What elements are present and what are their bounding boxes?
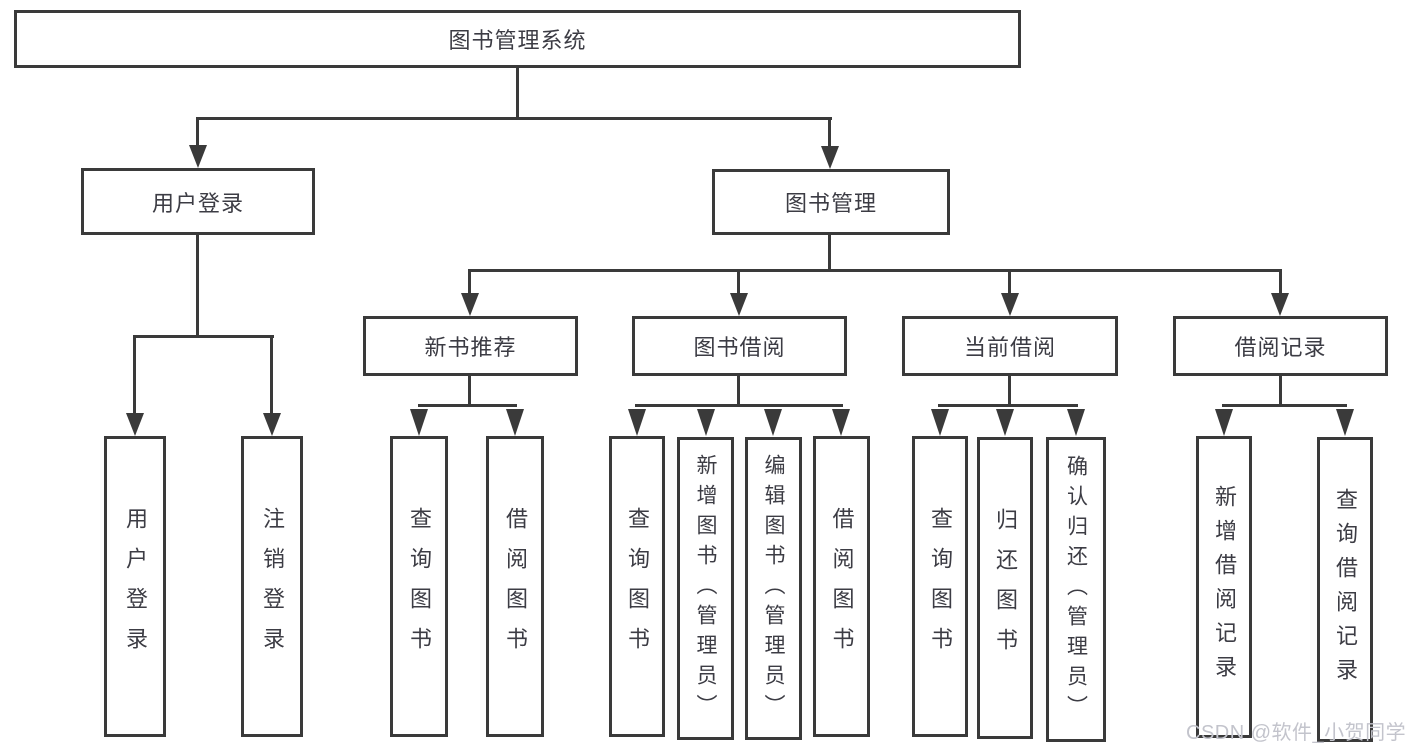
leaf-borrow-add-label: 新增图书（管理员）: [694, 453, 717, 724]
connector: [270, 335, 273, 414]
connector: [828, 234, 831, 272]
arrowhead: [832, 409, 850, 436]
node-user-login: 用户登录: [81, 168, 315, 235]
node-current-borrow-label: 当前借阅: [963, 335, 1056, 360]
leaf-current-query-label: 查询图书: [928, 506, 953, 667]
node-root-label: 图书管理系统: [448, 28, 587, 53]
arrowhead: [506, 409, 524, 436]
node-root: 图书管理系统: [14, 10, 1021, 68]
leaf-borrow-book-label: 借阅图书: [829, 506, 855, 667]
connector: [1008, 269, 1011, 295]
leaf-borrow-book: 借阅图书: [813, 436, 870, 737]
arrowhead: [996, 409, 1014, 436]
leaf-newbooks-query-label: 查询图书: [407, 506, 432, 667]
node-borrow-records-label: 借阅记录: [1234, 335, 1327, 360]
arrowhead: [1271, 293, 1289, 316]
connector: [468, 374, 471, 407]
leaf-logout-label: 注销登录: [260, 506, 285, 667]
connector: [196, 117, 199, 150]
leaf-records-query-label: 查询借阅记录: [1333, 487, 1358, 692]
leaf-records-query: 查询借阅记录: [1317, 437, 1373, 742]
connector: [938, 404, 1078, 407]
leaf-current-confirm-label: 确认归还（管理员）: [1064, 454, 1088, 725]
leaf-newbooks-query: 查询图书: [390, 436, 448, 737]
leaf-current-confirm: 确认归还（管理员）: [1046, 437, 1106, 742]
leaf-user-login: 用户登录: [104, 436, 166, 737]
node-current-borrow: 当前借阅: [902, 316, 1118, 376]
connector: [635, 404, 843, 407]
leaf-records-add: 新增借阅记录: [1196, 436, 1252, 738]
leaf-borrow-query: 查询图书: [609, 436, 665, 737]
leaf-newbooks-borrow: 借阅图书: [486, 436, 544, 737]
connector: [196, 233, 199, 337]
arrowhead: [1001, 293, 1019, 316]
node-user-login-label: 用户登录: [151, 190, 244, 216]
arrowhead: [764, 409, 782, 436]
connector: [516, 66, 519, 120]
connector: [1279, 269, 1282, 295]
connector: [1222, 404, 1347, 407]
leaf-current-return: 归还图书: [977, 437, 1033, 739]
leaf-borrow-edit: 编辑图书（管理员）: [745, 437, 802, 740]
arrowhead: [461, 293, 479, 316]
node-book-borrow-label: 图书借阅: [693, 335, 786, 360]
connector: [468, 269, 471, 295]
node-new-books-label: 新书推荐: [424, 335, 517, 360]
arrowhead: [821, 146, 839, 169]
arrowhead: [1067, 409, 1085, 436]
arrowhead: [126, 413, 144, 436]
leaf-records-add-label: 新增借阅记录: [1212, 485, 1237, 689]
connector: [196, 117, 832, 120]
arrowhead: [697, 409, 715, 436]
leaf-user-login-label: 用户登录: [123, 506, 148, 667]
leaf-borrow-edit-label: 编辑图书（管理员）: [762, 453, 785, 724]
arrowhead: [263, 413, 281, 436]
node-book-mgmt: 图书管理: [712, 169, 950, 235]
connector: [828, 117, 831, 151]
arrowhead: [931, 409, 949, 436]
leaf-logout: 注销登录: [241, 436, 303, 737]
node-book-borrow: 图书借阅: [632, 316, 847, 376]
leaf-current-query: 查询图书: [912, 436, 968, 737]
arrowhead: [410, 409, 428, 436]
leaf-borrow-query-label: 查询图书: [625, 506, 650, 667]
arrowhead: [730, 293, 748, 316]
leaf-current-return-label: 归还图书: [993, 508, 1018, 668]
node-new-books: 新书推荐: [363, 316, 578, 376]
connector: [1008, 374, 1011, 407]
connector: [133, 335, 136, 414]
connector: [133, 335, 274, 338]
arrowhead: [1215, 409, 1233, 436]
csdn-watermark: CSDN @软件_小贺同学: [1186, 722, 1405, 744]
node-borrow-records: 借阅记录: [1173, 316, 1388, 376]
arrowhead: [1336, 409, 1354, 436]
connector: [418, 404, 517, 407]
leaf-borrow-add: 新增图书（管理员）: [677, 437, 734, 740]
connector: [1279, 374, 1282, 407]
leaf-newbooks-borrow-label: 借阅图书: [503, 506, 528, 667]
arrowhead: [628, 409, 646, 436]
arrowhead: [189, 145, 207, 168]
node-book-mgmt-label: 图书管理: [784, 191, 877, 216]
connector: [737, 269, 740, 295]
connector: [468, 269, 1282, 272]
connector: [737, 374, 740, 407]
